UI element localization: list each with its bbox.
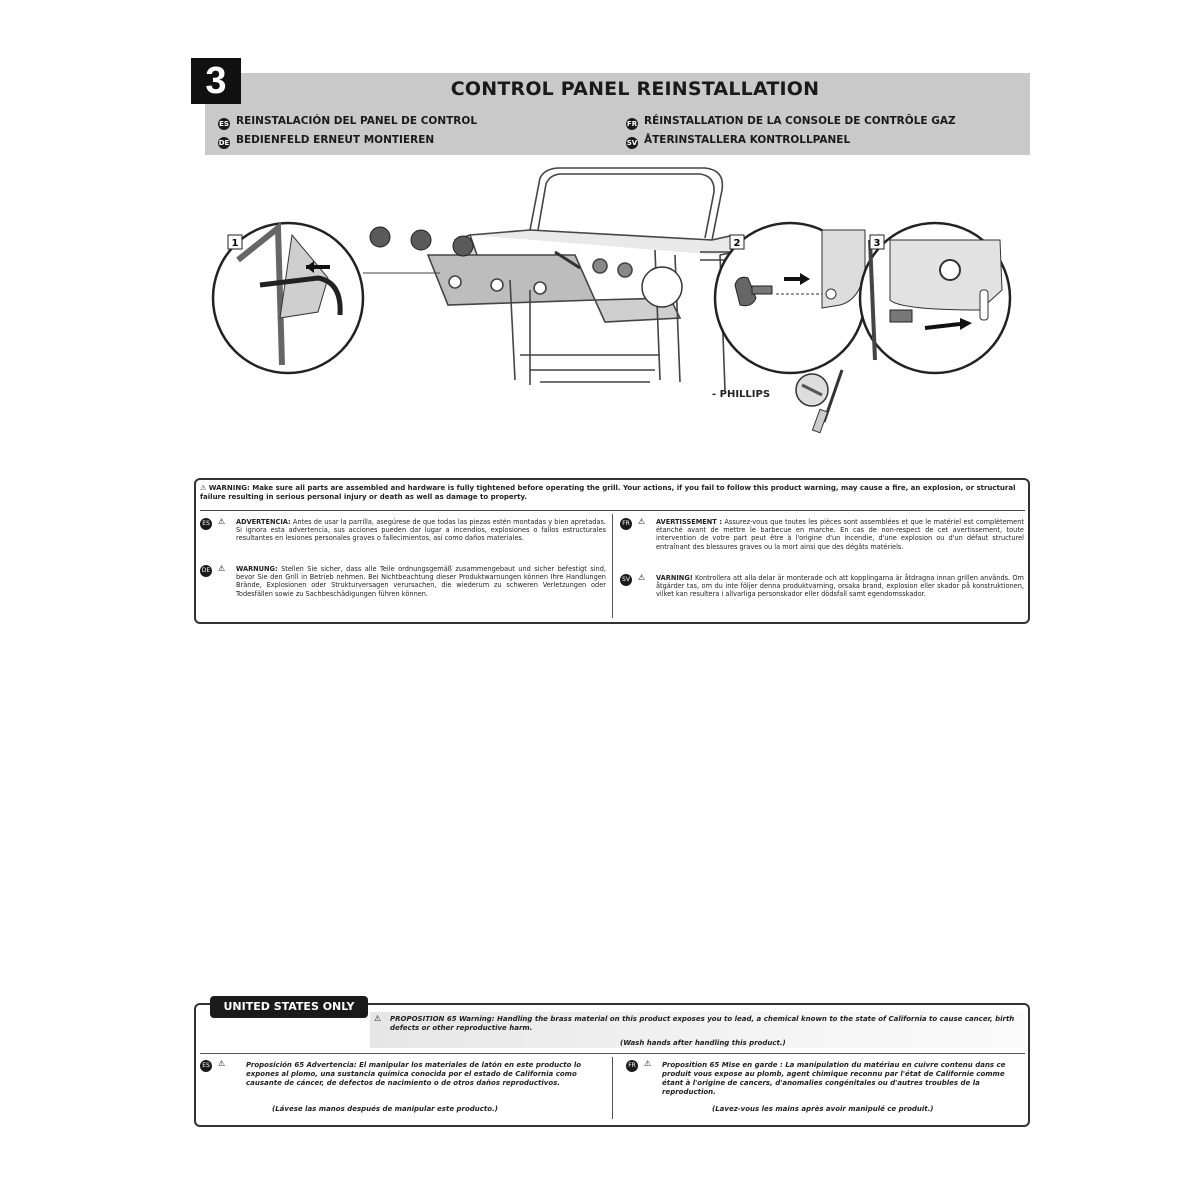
us-only-tab: UNITED STATES ONLY: [210, 996, 368, 1018]
language-badge-fr-prop65: FR: [626, 1060, 638, 1072]
warning-de: WARNUNG: Stellen Sie sicher, dass alle T…: [236, 565, 606, 598]
language-badge-sv-warning: SV: [620, 574, 632, 586]
warning-sv-label: VARNING!: [656, 574, 693, 582]
language-badge-fr: FR: [626, 118, 638, 130]
subtitle-de: DE BEDIENFELD ERNEUT MONTIEREN: [218, 134, 434, 149]
grill-illustration: 1 2 3: [211, 167, 1012, 434]
subtitle-es: ES REINSTALACIÓN DEL PANEL DE CONTROL: [218, 115, 477, 130]
warning-fr-text: Assurez-vous que toutes les pièces sont …: [656, 518, 1024, 551]
detail-circle-1: [211, 221, 440, 375]
detail-2-label: 2: [734, 238, 741, 249]
language-badge-de: DE: [218, 137, 230, 149]
warning-es-text: Antes de usar la parrilla, asegúrese de …: [236, 518, 606, 543]
warning-triangle-icon: ⚠: [638, 573, 646, 582]
prop65-fr-note: (Lavez-vous les mains après avoir manipu…: [712, 1105, 934, 1113]
warning-sv: VARNING! Kontrollera att alla delar är m…: [656, 574, 1024, 599]
language-badge-es-warning: ES: [200, 518, 212, 530]
warning-triangle-icon: ⚠: [218, 564, 226, 573]
subtitle-fr-text: RÉINSTALLATION DE LA CONSOLE DE CONTRÔLE…: [644, 115, 956, 127]
warning-sv-text: Kontrollera att alla delar är monterade …: [656, 574, 1024, 599]
prop65-es-note: (Lávese las manos después de manipular e…: [272, 1105, 498, 1113]
warning-triangle-icon: ⚠: [218, 517, 226, 526]
warning-de-text: Stellen Sie sicher, dass alle Teile ordn…: [236, 565, 606, 598]
prop65-fr: Proposition 65 Mise en garde : La manipu…: [662, 1061, 1006, 1096]
us-only-column-divider: [612, 1057, 613, 1119]
prop65-es: Proposición 65 Advertencia: El manipular…: [246, 1061, 582, 1087]
language-badge-fr-warning: FR: [620, 518, 632, 530]
detail-circle-2: [713, 221, 867, 375]
us-only-divider: [200, 1053, 1025, 1054]
step-header-band: [205, 73, 1030, 155]
warning-triangle-icon: ⚠: [374, 1014, 382, 1023]
prop65-main-note: (Wash hands after handling this product.…: [620, 1039, 786, 1047]
warning-main-text: WARNING: Make sure all parts are assembl…: [200, 484, 1016, 501]
phillips-screwdriver-icon: [795, 369, 844, 434]
detail-3-label: 3: [874, 238, 881, 249]
warning-es: ADVERTENCIA: Antes de usar la parrilla, …: [236, 518, 606, 543]
us-only-highlight: [370, 1012, 1025, 1048]
warning-main: ⚠ WARNING: Make sure all parts are assem…: [200, 484, 1025, 502]
warning-divider: [200, 510, 1025, 511]
warning-triangle-icon: ⚠: [644, 1059, 652, 1068]
warning-triangle-icon: ⚠: [638, 517, 646, 526]
warning-de-label: WARNUNG:: [236, 565, 278, 573]
language-badge-de-warning: DE: [200, 565, 212, 577]
subtitle-sv-text: ÅTERINSTALLERA KONTROLLPANEL: [644, 134, 851, 146]
warning-fr-label: AVERTISSEMENT :: [656, 518, 723, 526]
subtitle-fr: FR RÉINSTALLATION DE LA CONSOLE DE CONTRÔ…: [626, 115, 956, 130]
subtitle-es-text: REINSTALACIÓN DEL PANEL DE CONTROL: [236, 115, 478, 127]
language-badge-es-prop65: ES: [200, 1060, 212, 1072]
phillips-label: - PHILLIPS: [712, 389, 771, 400]
warning-column-divider: [612, 514, 613, 618]
warning-triangle-icon: ⚠: [200, 484, 209, 492]
detail-1-label: 1: [232, 238, 239, 249]
language-badge-es: ES: [218, 118, 230, 130]
detail-circle-3: [858, 221, 1012, 375]
subtitle-sv: SV ÅTERINSTALLERA KONTROLLPANEL: [626, 134, 850, 149]
subtitle-de-text: BEDIENFELD ERNEUT MONTIEREN: [236, 134, 435, 146]
warning-es-label: ADVERTENCIA:: [236, 518, 291, 526]
step-title: CONTROL PANEL REINSTALLATION: [450, 78, 820, 100]
prop65-main: PROPOSITION 65 Warning: Handling the bra…: [390, 1015, 1015, 1032]
warning-triangle-icon: ⚠: [218, 1059, 226, 1068]
warning-fr: AVERTISSEMENT : Assurez-vous que toutes …: [656, 518, 1024, 551]
language-badge-sv: SV: [626, 137, 638, 149]
step-number-badge: 3: [191, 58, 241, 104]
